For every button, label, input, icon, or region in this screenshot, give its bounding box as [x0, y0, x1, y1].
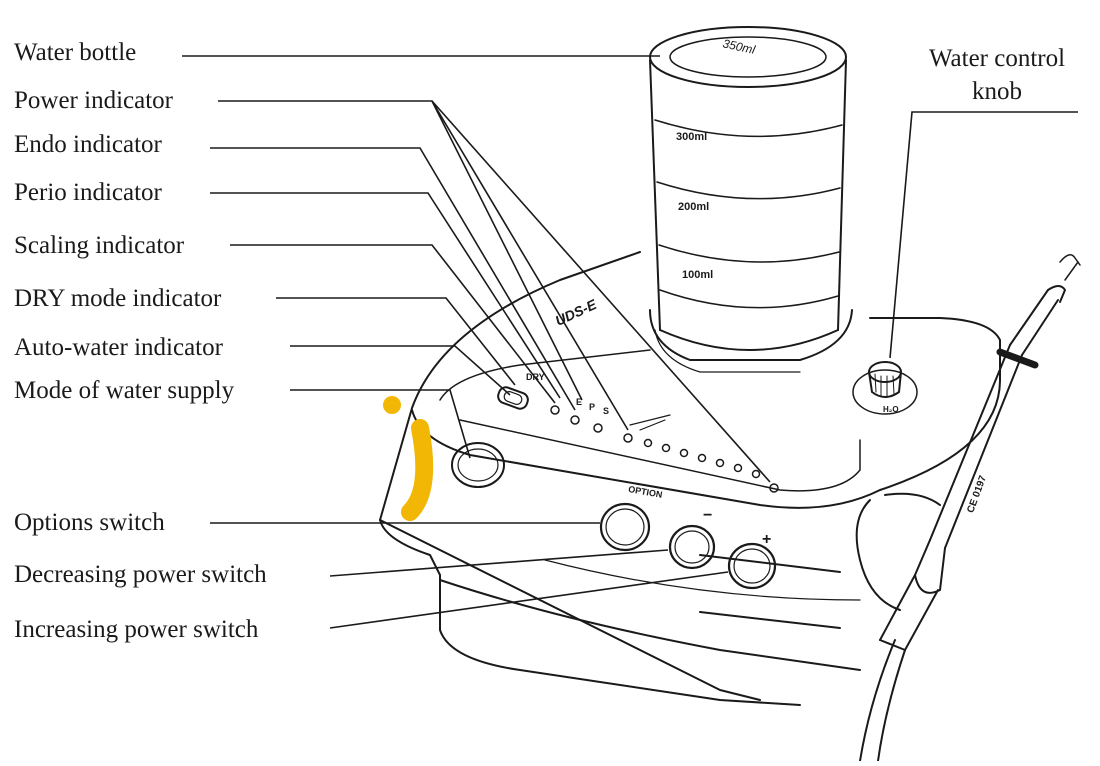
label-water-control-line1: Water control	[928, 45, 1066, 72]
label-increasing-power-switch: Increasing power switch	[14, 616, 259, 643]
button-group	[599, 502, 777, 590]
leader-auto-water-indicator	[290, 345, 511, 396]
bottle-mark-200: 200ml	[678, 201, 709, 213]
plus-label-text: +	[762, 531, 771, 548]
indicator-panel	[439, 349, 861, 493]
leader-endo-indicator	[210, 147, 576, 411]
leader-power-indicator-b	[431, 100, 629, 431]
label-endo-indicator: Endo indicator	[14, 131, 162, 158]
ce-mark-text: CE 0197	[965, 474, 989, 515]
label-water-control-line2: knob	[972, 78, 1022, 105]
leader-power-indicator-c	[431, 100, 771, 483]
label-dry-mode-indicator: DRY mode indicator	[14, 285, 222, 312]
leader-lines	[182, 55, 1078, 629]
model-text: UDS-E	[553, 296, 600, 329]
panel-p-text: P	[589, 402, 595, 412]
water-control-knob-shape	[852, 361, 918, 415]
leader-increasing-power-switch	[329, 571, 729, 629]
panel-dry-text: DRY	[526, 372, 545, 382]
leader-perio-indicator	[210, 192, 561, 399]
label-auto-water-indicator: Auto-water indicator	[14, 334, 223, 361]
label-water-control-knob: Water control knob	[912, 46, 1082, 104]
panel-e-text: E	[576, 397, 582, 407]
leader-scaling-indicator	[230, 244, 556, 404]
label-decreasing-power-switch: Decreasing power switch	[14, 561, 267, 588]
label-power-indicator: Power indicator	[14, 87, 173, 114]
bottle-mark-100: 100ml	[682, 269, 713, 281]
leader-decreasing-power-switch	[329, 549, 669, 577]
leader-power-indicator	[218, 100, 583, 401]
leader-mode-of-water-supply	[290, 389, 471, 459]
water-bottle-shape	[649, 26, 853, 373]
leader-dry-mode-indicator	[276, 297, 516, 386]
panel-s-text: S	[603, 406, 609, 416]
bottle-mark-300: 300ml	[676, 131, 707, 143]
device-base	[379, 251, 1001, 706]
bottle-capacity-text: 350ml	[721, 36, 756, 57]
label-perio-indicator: Perio indicator	[14, 179, 162, 206]
label-scaling-indicator: Scaling indicator	[14, 232, 185, 259]
water-supply-knob	[451, 442, 505, 488]
handpiece-shape	[855, 254, 1081, 762]
label-water-bottle: Water bottle	[14, 39, 137, 66]
watermark-j	[383, 396, 434, 521]
label-options-switch: Options switch	[14, 509, 165, 536]
leader-water-control-knob	[889, 111, 1078, 359]
minus-label-text: −	[703, 507, 712, 524]
led-row	[550, 405, 779, 493]
label-mode-of-water-supply: Mode of water supply	[14, 377, 235, 404]
h2o-label-text: H₂O	[883, 405, 899, 414]
